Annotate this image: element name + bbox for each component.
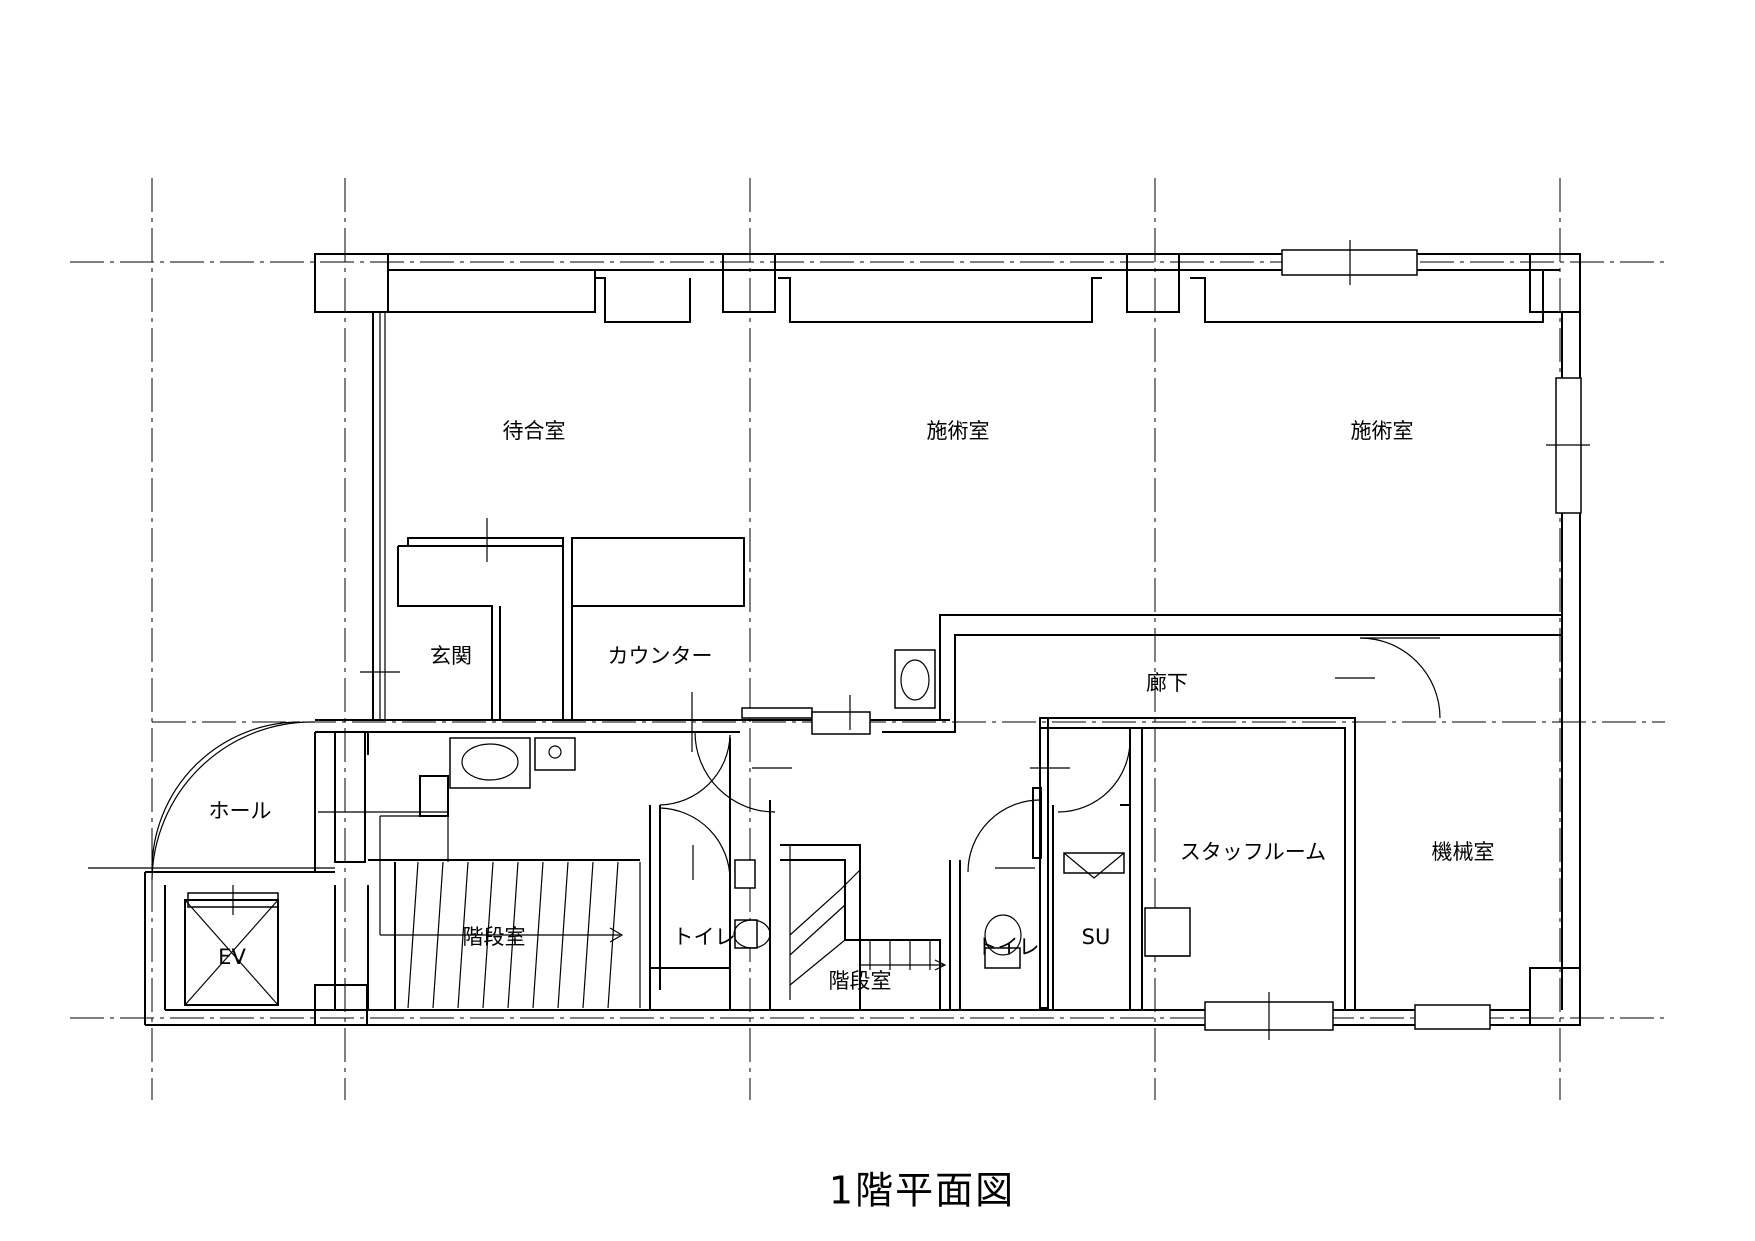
interior-walls [314,537,1562,1011]
label-elevator: EV [218,945,246,969]
label-stairs-1: 階段室 [463,925,526,949]
exterior-walls [144,253,1581,1026]
room-labels: 待合室 施術室 施術室 玄関 カウンター 廊下 ホール EV 階段室 階段室 ト… [209,419,1495,993]
marker-crosses [318,518,1375,880]
drawing-title: 1階平面図 [829,1169,1015,1213]
label-corridor: 廊下 [1146,671,1188,695]
label-entrance: 玄関 [430,644,472,668]
doors [151,637,1441,881]
elevator-shaft [184,899,279,1006]
grid-lines [70,178,1665,1100]
label-toilet-1: トイレ [673,925,736,949]
stair-treads [379,815,947,1009]
label-stairs-2: 階段室 [829,969,892,993]
label-staff-room: スタッフルーム [1180,840,1326,864]
label-treatment-room-1: 施術室 [927,419,990,443]
label-counter: カウンター [608,644,713,668]
label-hall: ホール [209,799,272,823]
label-su: SU [1082,925,1111,949]
label-waiting-room: 待合室 [503,419,566,443]
label-toilet-2: トイレ [977,935,1040,959]
label-treatment-room-2: 施術室 [1351,419,1414,443]
windows [187,240,1590,1040]
fixtures [449,649,1191,969]
label-machine-room: 機械室 [1432,840,1495,864]
